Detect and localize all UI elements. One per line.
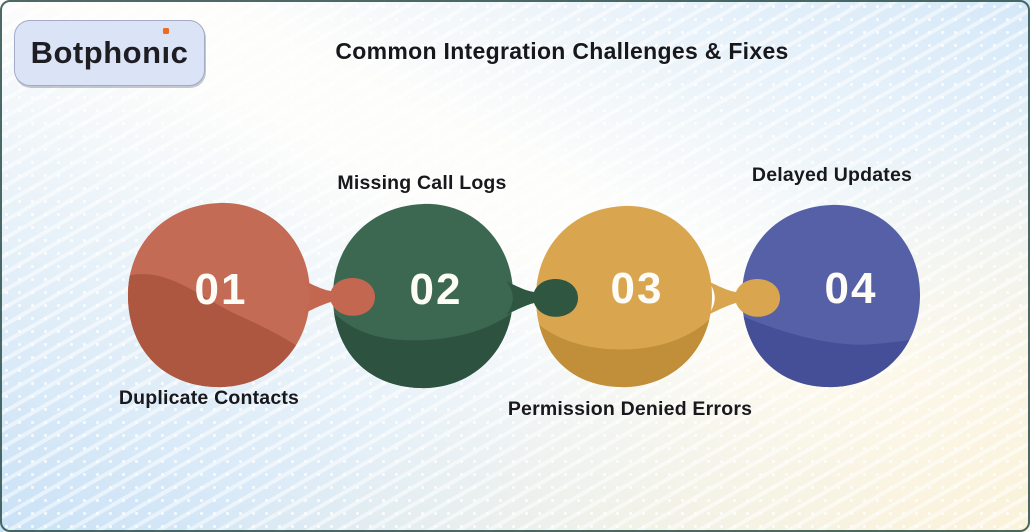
step-3-label: Permission Denied Errors	[507, 398, 753, 420]
step-4-number: 04	[825, 264, 878, 313]
step-3-number: 03	[611, 264, 664, 313]
brand-logo-i-with-orange-dot: ı	[161, 35, 171, 70]
connector-step-3-to-4	[708, 279, 780, 317]
step-2-label: Missing Call Logs	[337, 172, 507, 194]
step-4-label: Delayed Updates	[751, 164, 913, 186]
brand-logo-text-suffix: c	[170, 35, 189, 70]
step-1-number: 01	[195, 265, 248, 314]
step-1-label: Duplicate Contacts	[118, 387, 300, 409]
brand-logo-text-pre: Botphon	[30, 35, 162, 70]
connector-step-1-to-2	[303, 278, 375, 316]
connector-step-2-to-3	[506, 279, 578, 317]
page-title: Common Integration Challenges & Fixes	[335, 38, 789, 64]
step-2-number: 02	[410, 265, 463, 314]
